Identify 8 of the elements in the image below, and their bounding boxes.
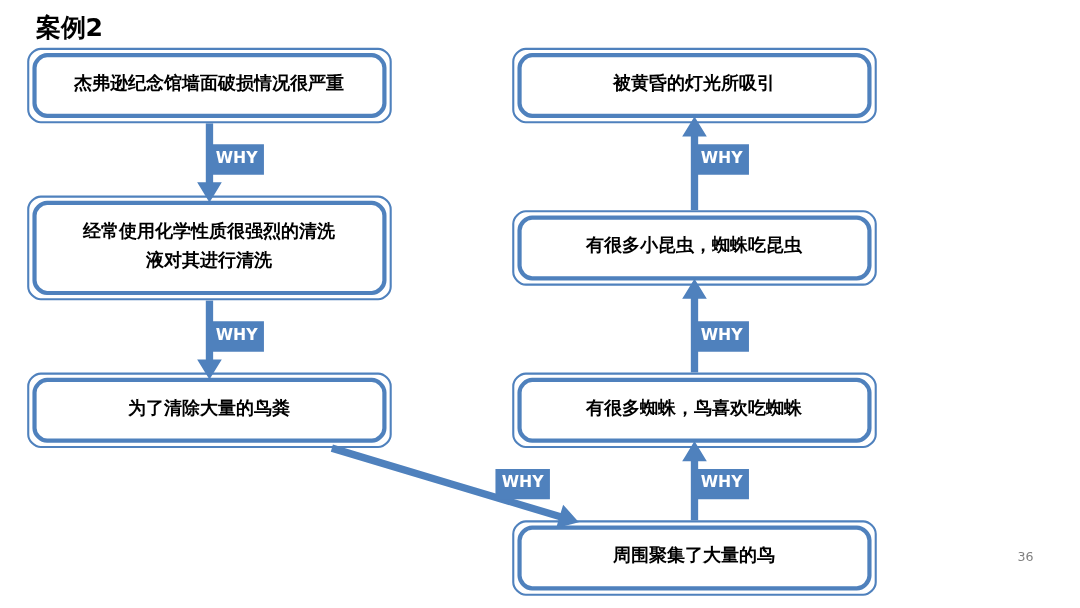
label: 36 — [1017, 549, 1034, 565]
edge-label: WHY — [700, 147, 743, 167]
edge-label: WHY — [215, 324, 258, 344]
edge-label: WHY — [700, 324, 743, 344]
edge-label: WHY — [501, 472, 544, 492]
edge-label: WHY — [215, 147, 258, 167]
edge-label: WHY — [700, 472, 743, 492]
diagram-title: 案例2 — [35, 12, 103, 42]
